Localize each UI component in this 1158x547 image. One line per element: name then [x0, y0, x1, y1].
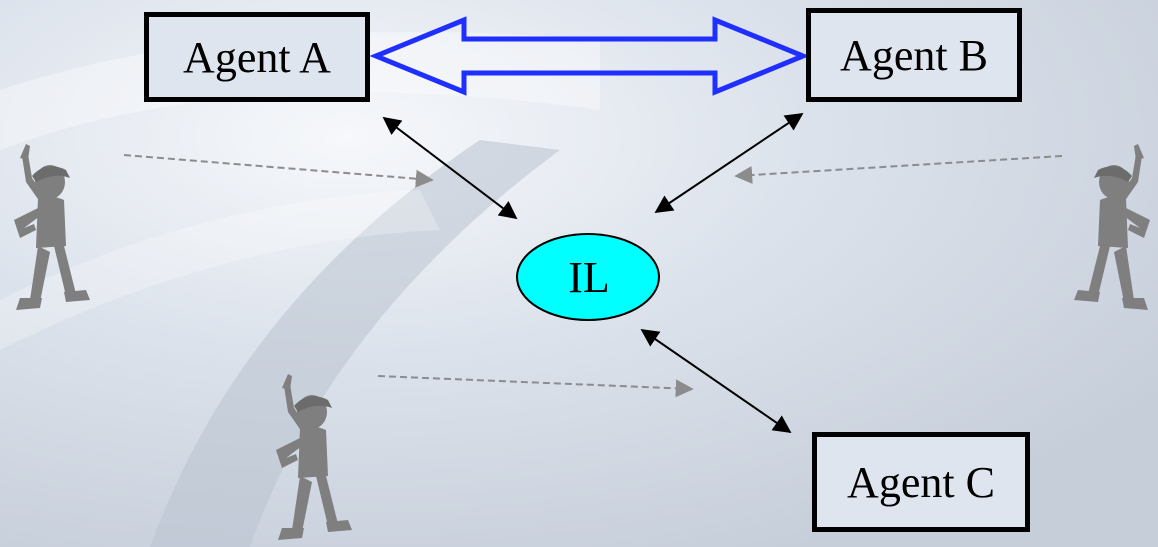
observer-arrow-left — [123, 154, 434, 188]
agent-c-box: Agent C — [812, 432, 1030, 532]
link-arrow-b-il — [654, 112, 804, 214]
background-glow — [0, 190, 440, 350]
agent-a-box: Agent A — [144, 12, 370, 102]
link-arrow-a-il — [382, 116, 518, 220]
il-node — [516, 233, 660, 321]
il-label-text: IL — [568, 252, 610, 302]
observer-arrow-bottom — [377, 375, 694, 398]
agent-a-label: Agent A — [183, 32, 331, 82]
main-link-arrow-a-b — [369, 16, 810, 96]
agent-c-label: Agent C — [847, 457, 995, 507]
agent-b-box: Agent B — [806, 8, 1022, 102]
il-label: IL — [518, 234, 660, 320]
agent-b-label: Agent B — [840, 30, 988, 80]
link-arrow-il-c — [640, 328, 792, 434]
background-arc — [150, 140, 560, 547]
